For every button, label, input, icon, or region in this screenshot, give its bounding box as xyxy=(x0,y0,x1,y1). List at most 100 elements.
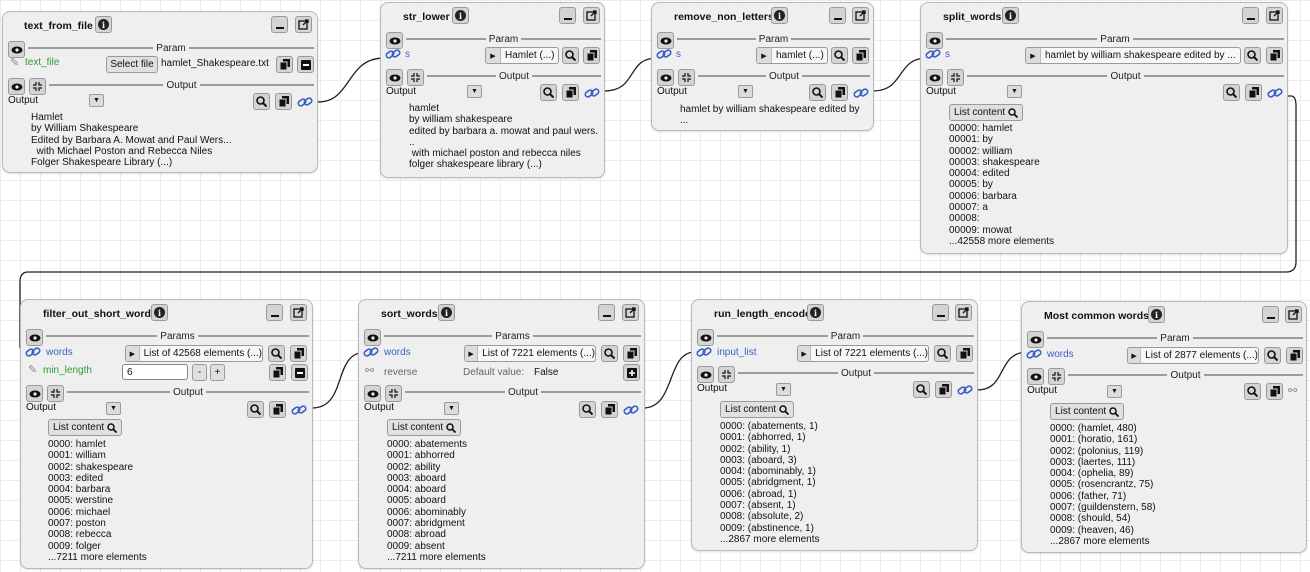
collapse-button[interactable] xyxy=(947,69,964,86)
popout-button[interactable] xyxy=(852,7,869,24)
collapse-button[interactable] xyxy=(1048,368,1065,385)
list-content-button[interactable]: List content xyxy=(387,419,461,436)
popout-button[interactable] xyxy=(295,16,312,33)
zoom-button[interactable] xyxy=(831,47,848,64)
eye-toggle[interactable] xyxy=(926,69,943,86)
zoom-button[interactable] xyxy=(540,84,557,101)
minimize-button[interactable] xyxy=(829,7,846,24)
link-icon[interactable] xyxy=(1026,346,1042,362)
zoom-button[interactable] xyxy=(579,401,596,418)
eye-toggle[interactable] xyxy=(657,32,674,49)
eye-toggle[interactable] xyxy=(697,366,714,383)
play-icon[interactable]: ▶ xyxy=(1128,348,1142,363)
minimize-button[interactable] xyxy=(598,304,615,321)
node-text-from-file[interactable]: text_from_file i Param ✎ text_file Selec… xyxy=(2,11,318,173)
list-content-button[interactable]: List content xyxy=(1050,403,1124,420)
zoom-button[interactable] xyxy=(809,84,826,101)
eye-toggle[interactable] xyxy=(1027,368,1044,385)
output-dropdown[interactable]: ▼ xyxy=(776,383,791,396)
list-content-button[interactable]: List content xyxy=(949,104,1023,121)
eye-toggle[interactable] xyxy=(1027,331,1044,348)
popout-button[interactable] xyxy=(622,304,639,321)
node-split-words[interactable]: split_words i Param s ▶hamlet by william… xyxy=(920,2,1288,254)
collapse-button[interactable] xyxy=(718,366,735,383)
output-dropdown[interactable]: ▼ xyxy=(444,402,459,415)
copy-button[interactable] xyxy=(562,84,579,101)
collapse-button[interactable] xyxy=(385,385,402,402)
param-value[interactable]: ▶hamlet (...) xyxy=(756,47,828,64)
zoom-button[interactable] xyxy=(253,93,270,110)
output-dropdown[interactable]: ▼ xyxy=(1007,85,1022,98)
play-icon[interactable]: ▶ xyxy=(798,346,812,361)
eye-toggle[interactable] xyxy=(26,385,43,402)
info-button[interactable]: i xyxy=(1148,306,1165,323)
popout-button[interactable] xyxy=(1285,306,1302,323)
minimize-button[interactable] xyxy=(559,7,576,24)
minimize-button[interactable] xyxy=(1242,7,1259,24)
minimize-button[interactable] xyxy=(271,16,288,33)
copy-button[interactable] xyxy=(583,47,600,64)
eye-toggle[interactable] xyxy=(8,78,25,95)
copy-button[interactable] xyxy=(1266,383,1283,400)
info-button[interactable]: i xyxy=(438,304,455,321)
list-content-button[interactable]: List content xyxy=(720,401,794,418)
output-dropdown[interactable]: ▼ xyxy=(1107,385,1122,398)
copy-button[interactable] xyxy=(956,345,973,362)
eye-toggle[interactable] xyxy=(8,41,25,58)
copy-button[interactable] xyxy=(269,401,286,418)
param-value[interactable]: ▶List of 2877 elements (...) xyxy=(1127,347,1259,364)
node-run-length-encode[interactable]: run_length_encode i Param input_list ▶Li… xyxy=(691,299,978,551)
pencil-icon[interactable]: ✎ xyxy=(28,364,38,376)
zoom-button[interactable] xyxy=(268,345,285,362)
minimize-button[interactable] xyxy=(266,304,283,321)
link-icon[interactable] xyxy=(853,85,869,101)
zoom-button[interactable] xyxy=(562,47,579,64)
param-value[interactable]: ▶List of 7221 elements (...) xyxy=(797,345,929,362)
eye-toggle[interactable] xyxy=(697,329,714,346)
link-icon[interactable] xyxy=(385,46,401,62)
decrement-button[interactable]: - xyxy=(192,364,207,381)
popout-button[interactable] xyxy=(583,7,600,24)
info-button[interactable]: i xyxy=(452,7,469,24)
popout-button[interactable] xyxy=(290,304,307,321)
copy-button[interactable] xyxy=(1245,84,1262,101)
node-str-lower[interactable]: str_lower i Param s ▶Hamlet (...) Output… xyxy=(380,2,605,178)
eye-toggle[interactable] xyxy=(26,329,43,346)
eye-toggle[interactable] xyxy=(657,69,674,86)
link-icon[interactable] xyxy=(25,344,41,360)
copy-button[interactable] xyxy=(831,84,848,101)
min-length-input[interactable]: 6 xyxy=(122,364,188,380)
info-button[interactable]: i xyxy=(151,304,168,321)
collapse-button[interactable] xyxy=(407,69,424,86)
link-icon[interactable] xyxy=(1267,85,1283,101)
increment-button[interactable]: + xyxy=(210,364,225,381)
eye-toggle[interactable] xyxy=(364,329,381,346)
zoom-button[interactable] xyxy=(1223,84,1240,101)
collapse-button[interactable] xyxy=(29,78,46,95)
popout-button[interactable] xyxy=(955,304,972,321)
link-icon[interactable] xyxy=(584,85,600,101)
link-icon[interactable] xyxy=(696,344,712,360)
eye-toggle[interactable] xyxy=(364,385,381,402)
copy-button[interactable] xyxy=(935,381,952,398)
zoom-button[interactable] xyxy=(601,345,618,362)
link-icon[interactable] xyxy=(363,344,379,360)
zoom-button[interactable] xyxy=(1244,47,1261,64)
copy-button[interactable] xyxy=(276,56,293,73)
play-icon[interactable]: ▶ xyxy=(486,48,501,63)
zoom-button[interactable] xyxy=(934,345,951,362)
node-sort-words[interactable]: sort_words i Params words ▶List of 7221 … xyxy=(358,299,645,569)
link-icon[interactable] xyxy=(291,402,307,418)
param-value[interactable]: ▶Hamlet (...) xyxy=(485,47,559,64)
copy-button[interactable] xyxy=(275,93,292,110)
delete-button[interactable] xyxy=(291,364,308,381)
delete-button[interactable] xyxy=(297,56,314,73)
info-button[interactable]: i xyxy=(95,16,112,33)
param-value[interactable]: ▶hamlet by william shakespeare edited by… xyxy=(1025,47,1241,64)
info-button[interactable]: i xyxy=(1002,7,1019,24)
copy-button[interactable] xyxy=(1286,347,1303,364)
popout-button[interactable] xyxy=(1266,7,1283,24)
play-icon[interactable]: ▶ xyxy=(126,346,140,361)
link-icon[interactable] xyxy=(623,402,639,418)
eye-toggle[interactable] xyxy=(386,69,403,86)
